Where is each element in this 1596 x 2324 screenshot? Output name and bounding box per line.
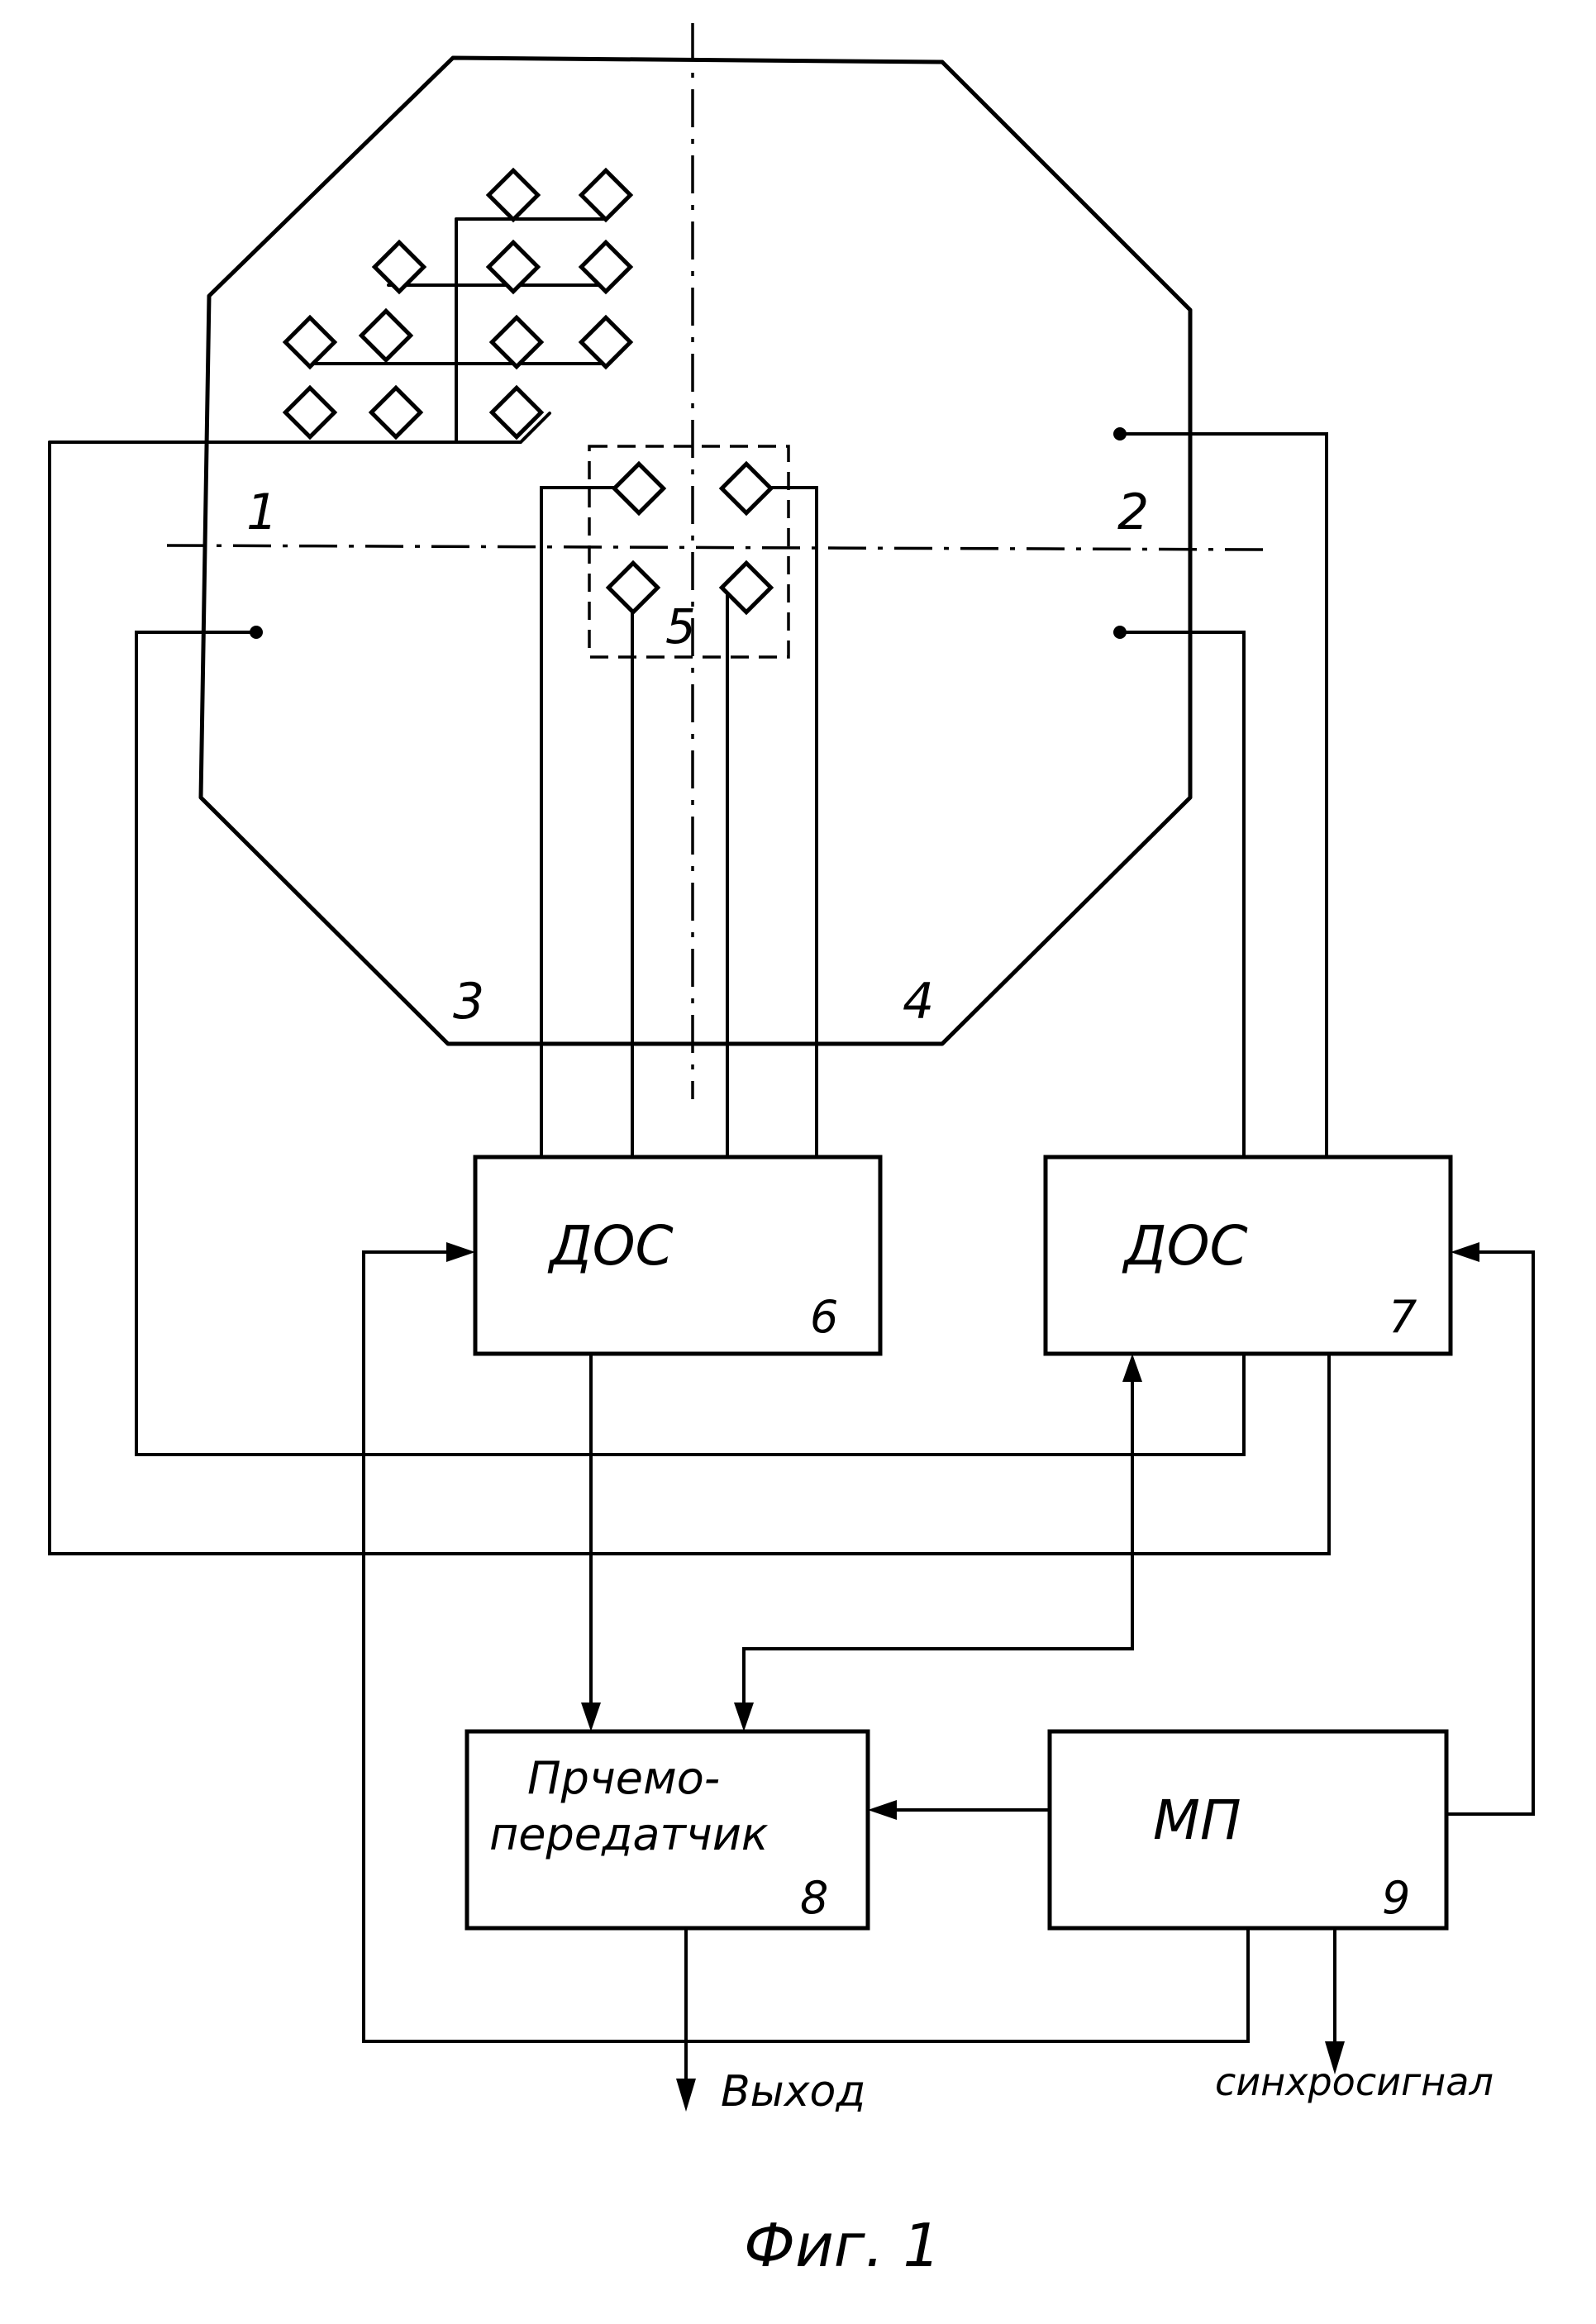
dos-6-number: 6 (810, 1291, 838, 1343)
mp-number: 9 (1382, 1872, 1410, 1924)
sensor-plate-outline (201, 58, 1190, 1044)
dos-block-7: ДОС 7 (1046, 1157, 1451, 1354)
transceiver-label-line2: передатчик (489, 1808, 769, 1860)
transceiver-number: 8 (800, 1872, 828, 1924)
horizontal-axis (167, 545, 1263, 550)
central-sensors (608, 464, 770, 612)
zone-label-4: 4 (903, 973, 934, 1031)
central-sensor-wiring (541, 488, 817, 1157)
output-label-sync: синхросигнал (1215, 2060, 1494, 2104)
mp-block-9: МП 9 (1050, 1731, 1446, 1928)
dos-6-label: ДОС (547, 1214, 674, 1278)
dos-block-6: ДОС 6 (475, 1157, 880, 1354)
transceiver-label-line1: Прчемо- (527, 1752, 720, 1804)
transceiver-block-8: Прчемо- передатчик 8 (467, 1731, 868, 1928)
mp-label: МП (1153, 1788, 1241, 1852)
figure-caption: Фиг. 1 (744, 2211, 941, 2280)
block-connections (364, 1242, 1533, 2112)
output-label-exit: Выход (721, 2067, 865, 2117)
zone-label-1: 1 (246, 483, 278, 541)
dos-7-number: 7 (1389, 1291, 1417, 1343)
dos-7-label: ДОС (1122, 1214, 1248, 1278)
zone-label-5: 5 (665, 598, 696, 655)
zone-label-2: 2 (1117, 483, 1149, 541)
zone-label-3: 3 (453, 973, 484, 1031)
